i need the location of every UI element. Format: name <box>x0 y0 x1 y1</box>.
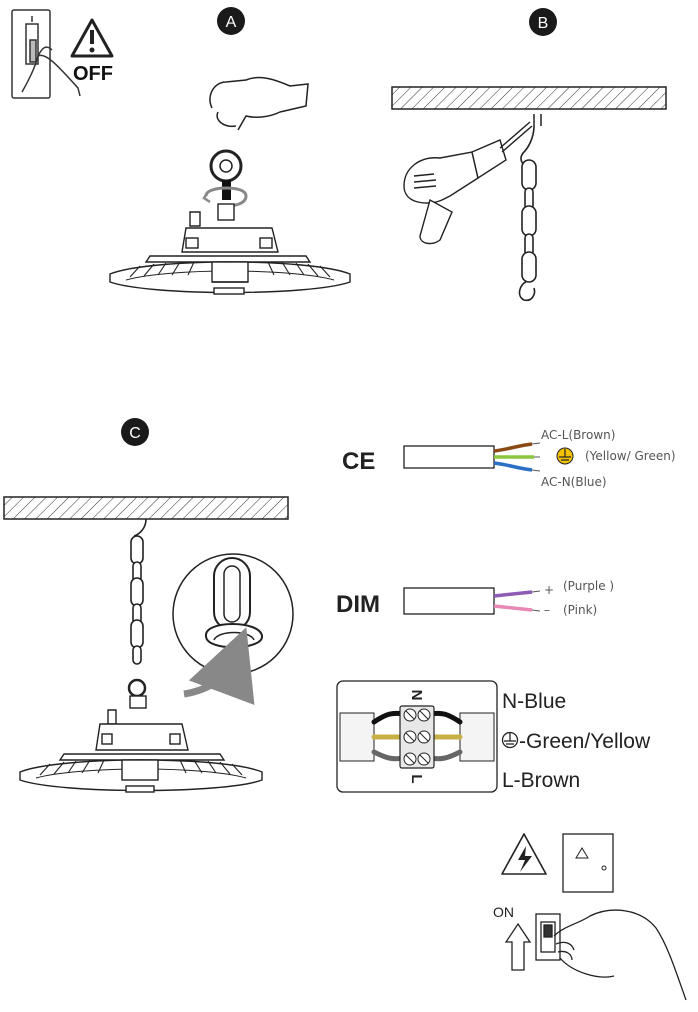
high-bay-light-a <box>109 203 351 295</box>
dim-wire-purple-label: (Purple ) <box>563 579 614 593</box>
ce-wire-blue <box>493 461 533 472</box>
power-off-label: OFF <box>73 63 113 85</box>
terminal-label-green-yellow: -Green/Yellow <box>519 730 651 753</box>
svg-text:C: C <box>129 425 141 442</box>
dim-wires <box>493 590 533 612</box>
dim-wire-purple <box>493 590 533 598</box>
hanging-chain-b <box>518 125 537 302</box>
up-arrow-icon <box>504 922 532 971</box>
ce-wire-blue-label: AC-N(Blue) <box>541 475 607 489</box>
magnifier-arrow <box>183 627 255 706</box>
ce-wire-brown <box>493 442 533 453</box>
dim-cable-sheath <box>403 587 495 615</box>
terminal-block <box>336 680 498 793</box>
ceiling-anchor-b <box>533 114 542 126</box>
wall-switch-off <box>11 9 81 99</box>
ce-wire-yellow-green-label: (Yellow/ Green) <box>585 449 676 463</box>
step-c-badge: C <box>121 418 149 446</box>
dim-wire-pink-label: (Pink) <box>563 603 597 617</box>
high-bay-light-c <box>19 695 263 793</box>
hand-with-eyebolt <box>202 76 309 208</box>
power-on-label: ON <box>493 904 514 920</box>
wall-switch-on <box>535 913 561 961</box>
ground-symbol-icon <box>556 447 574 465</box>
terminal-bottom-mark: L <box>408 774 425 783</box>
svg-text:A: A <box>226 14 237 31</box>
ceiling-b <box>391 86 667 110</box>
hand-pressing-switch <box>553 909 687 1001</box>
terminal-top-mark: N <box>408 690 425 701</box>
step-b-badge: B <box>529 8 557 36</box>
ce-cable-sheath <box>403 445 495 469</box>
ce-wire-brown-label: AC-L(Brown) <box>541 428 615 442</box>
breaker-panel <box>562 833 614 893</box>
terminal-label-l-brown: L-Brown <box>502 769 580 792</box>
ceiling-c <box>3 496 289 520</box>
dim-wire-tips <box>531 590 541 612</box>
dim-wire-pink <box>493 604 533 612</box>
step-a-badge: A <box>217 7 245 35</box>
svg-text:B: B <box>538 15 549 32</box>
ground-icon <box>501 731 519 749</box>
dim-wire-purple-sign: + <box>544 583 554 597</box>
ce-wires <box>493 442 534 472</box>
hanging-chain-c <box>127 518 147 698</box>
ce-wiring-label: CE <box>342 448 375 475</box>
dim-wire-pink-sign: – <box>544 603 550 617</box>
ce-wire-tips <box>531 442 541 472</box>
hook-detail-magnifier <box>172 553 294 675</box>
terminal-label-n-blue: N-Blue <box>502 690 566 713</box>
warning-triangle-icon <box>70 18 114 58</box>
high-voltage-warning-icon <box>501 833 547 875</box>
power-drill <box>403 121 533 245</box>
dim-wiring-label: DIM <box>336 591 380 618</box>
